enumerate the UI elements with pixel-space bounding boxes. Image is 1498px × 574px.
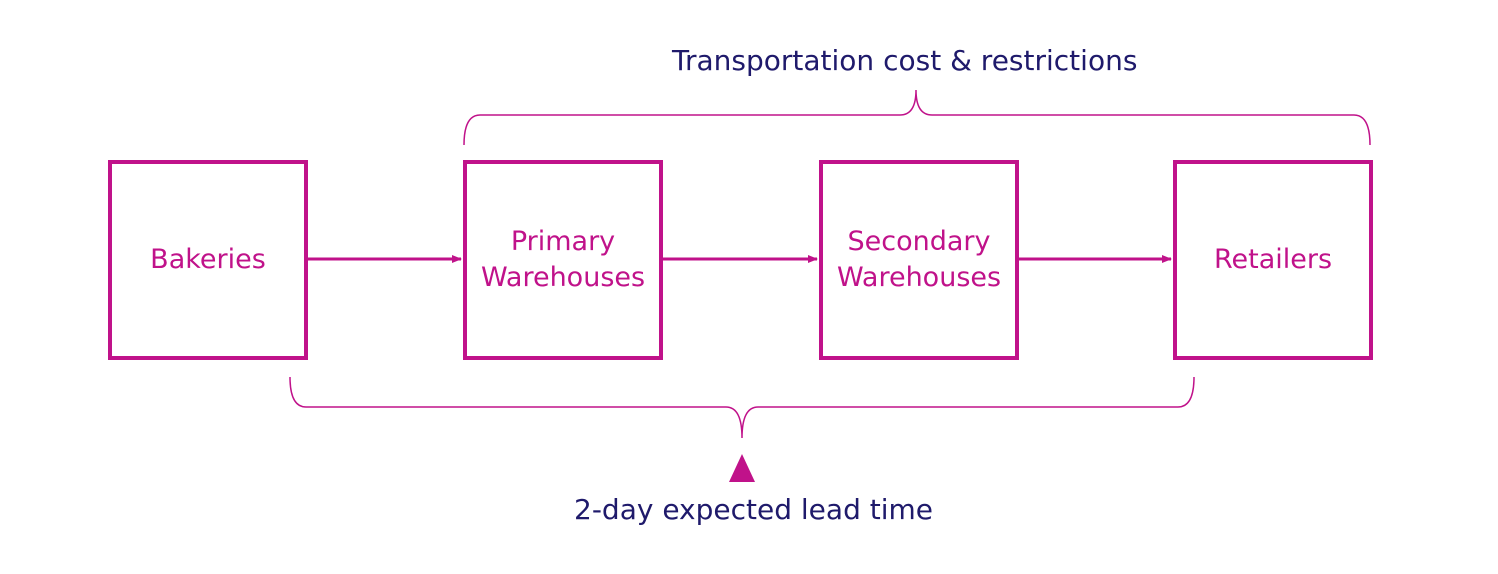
node-label-primary-warehouses: Primary Warehouses	[480, 226, 646, 293]
bottom-brace	[289, 376, 1195, 439]
node-label-retailers: Retailers	[1213, 244, 1333, 275]
node-label-secondary-warehouses: Secondary Warehouses	[836, 226, 1002, 293]
node-bakeries: Bakeries	[108, 160, 308, 360]
node-secondary-warehouses: Secondary Warehouses	[819, 160, 1019, 360]
node-retailers: Retailers	[1173, 160, 1373, 360]
top-brace-label: Transportation cost & restrictions	[672, 44, 1138, 77]
node-label-bakeries: Bakeries	[150, 244, 266, 275]
top-brace	[463, 89, 1371, 146]
bottom-brace-label: 2-day expected lead time	[574, 493, 933, 526]
triangle-up-icon	[729, 454, 755, 482]
node-primary-warehouses: Primary Warehouses	[463, 160, 663, 360]
